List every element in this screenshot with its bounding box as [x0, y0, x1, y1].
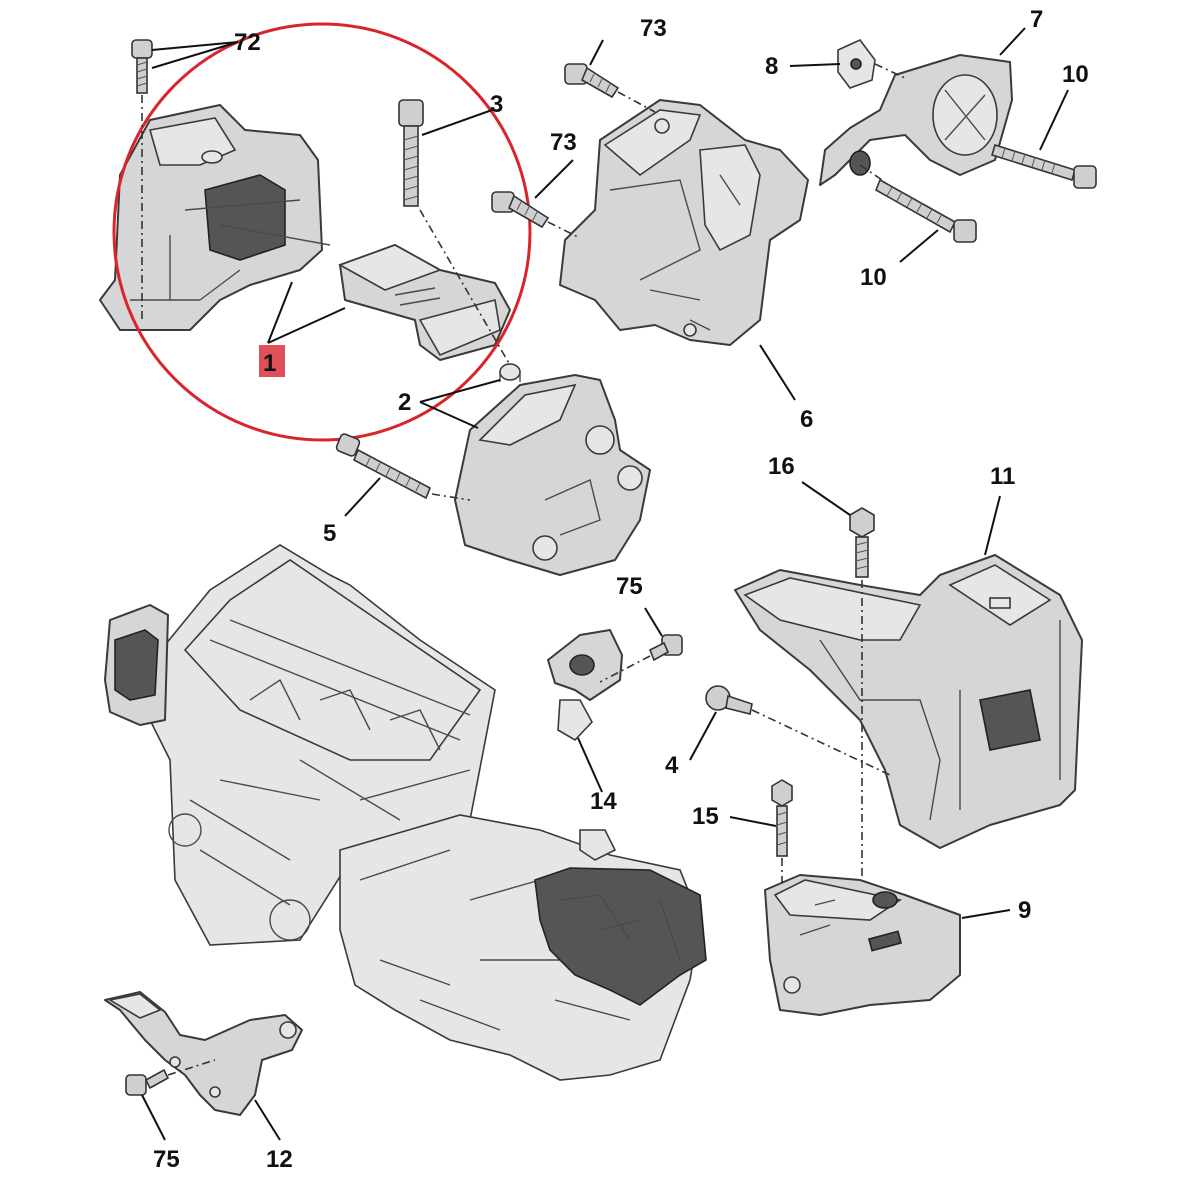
spacer-ring-2[interactable]	[499, 363, 521, 382]
leader-lines	[141, 27, 1069, 1141]
bolt-75-lower[interactable]	[125, 1068, 170, 1096]
assembly-line	[617, 91, 656, 113]
part-14-bracket-clip[interactable]	[547, 629, 623, 742]
bolt-75-upper[interactable]	[648, 634, 683, 662]
part-12-link-arm[interactable]	[104, 991, 303, 1116]
callout-labels: 1 2 3 4 5 6 7 8 9 10 10 11 12 14 15 16 7…	[153, 6, 1089, 1173]
label-16: 16	[768, 453, 795, 480]
bolt-73-lower[interactable]	[491, 191, 550, 229]
label-72: 72	[234, 29, 261, 56]
bolt-5[interactable]	[335, 433, 432, 500]
label-11: 11	[990, 463, 1015, 490]
bolt-16[interactable]	[849, 507, 875, 578]
assembly-line	[547, 221, 581, 239]
bolt-10-upper[interactable]	[991, 143, 1097, 189]
bolt-73-upper[interactable]	[564, 63, 620, 99]
label-4: 4	[665, 752, 679, 779]
assembly-line	[431, 493, 471, 501]
part-2-mount-bracket[interactable]	[454, 374, 651, 576]
label-15: 15	[692, 803, 719, 830]
label-10-upper: 10	[1062, 61, 1089, 88]
label-6: 6	[800, 406, 813, 433]
part-7-torque-rod[interactable]	[819, 54, 1013, 186]
label-8: 8	[765, 53, 778, 80]
highlight-badge	[259, 345, 285, 377]
label-75-upper: 75	[616, 573, 643, 600]
label-9: 9	[1018, 897, 1031, 924]
part-6-gearbox-bracket[interactable]	[559, 99, 809, 346]
label-10-lower: 10	[860, 264, 887, 291]
assembly-line	[859, 164, 886, 183]
bolt-4[interactable]	[705, 685, 753, 715]
assembly-line	[874, 63, 906, 79]
label-5: 5	[323, 520, 336, 547]
part-9-lower-mount[interactable]	[764, 874, 961, 1016]
part-1-mount-cushion[interactable]	[338, 244, 511, 361]
label-1: 1	[263, 350, 276, 377]
label-75-lower: 75	[153, 1146, 180, 1173]
engine-assembly	[104, 544, 496, 946]
part-1-engine-mount-upper[interactable]	[99, 104, 331, 331]
part-8-clip[interactable]	[837, 39, 876, 89]
label-3: 3	[490, 91, 503, 118]
part-11-support-bracket[interactable]	[734, 554, 1083, 849]
bolt-72[interactable]	[131, 39, 153, 94]
bolt-10-lower[interactable]	[874, 178, 977, 243]
label-12: 12	[266, 1146, 293, 1173]
assembly-line	[419, 209, 511, 366]
bolt-3[interactable]	[398, 99, 424, 207]
assembly-line	[167, 1059, 216, 1076]
assembly-line	[751, 709, 891, 776]
label-73-lower: 73	[550, 129, 577, 156]
highlight-circle	[112, 22, 532, 442]
bolt-15[interactable]	[771, 779, 793, 857]
gearbox-assembly	[339, 814, 707, 1081]
label-73-upper: 73	[640, 15, 667, 42]
label-2: 2	[398, 389, 411, 416]
label-7: 7	[1030, 6, 1043, 33]
label-14: 14	[590, 788, 617, 815]
